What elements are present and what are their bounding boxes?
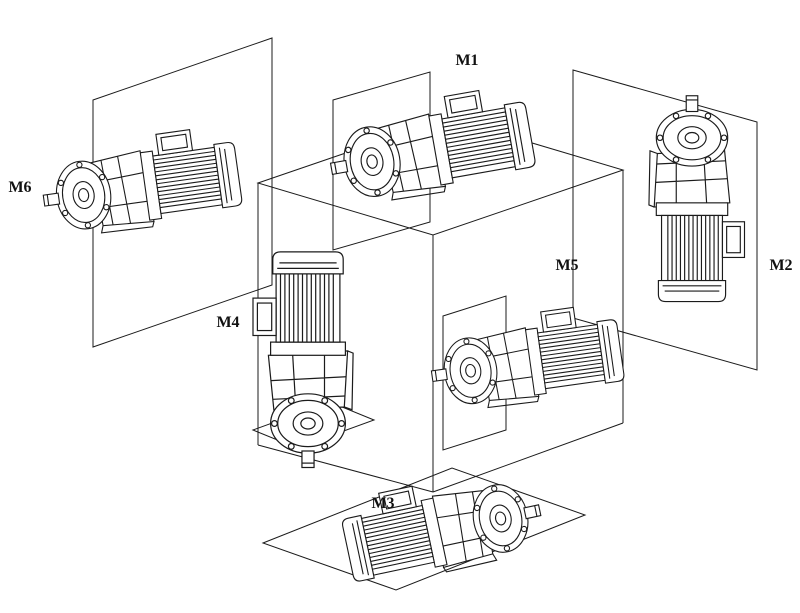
mounting-plane-top-wall xyxy=(332,71,431,251)
label-m6: M6 xyxy=(8,179,31,196)
gearmotor-m4 xyxy=(252,251,354,469)
label-m1: M1 xyxy=(455,52,478,69)
label-m5: M5 xyxy=(555,257,578,274)
label-m4: M4 xyxy=(216,314,239,331)
cube-edge-bottom-right xyxy=(432,422,624,493)
cube-edge-bottom-left xyxy=(257,444,434,493)
mounting-plane-left-wall xyxy=(92,37,273,348)
gearmotor-m6 xyxy=(36,123,245,242)
label-m2: M2 xyxy=(769,257,792,274)
position-labels: M1 M2 M3 M4 M5 M6 xyxy=(8,52,792,512)
gearmotor-m2 xyxy=(648,95,746,303)
gearmotor-m5 xyxy=(424,301,627,417)
label-m3: M3 xyxy=(371,495,394,512)
mounting-plane-front-wall xyxy=(442,295,507,451)
